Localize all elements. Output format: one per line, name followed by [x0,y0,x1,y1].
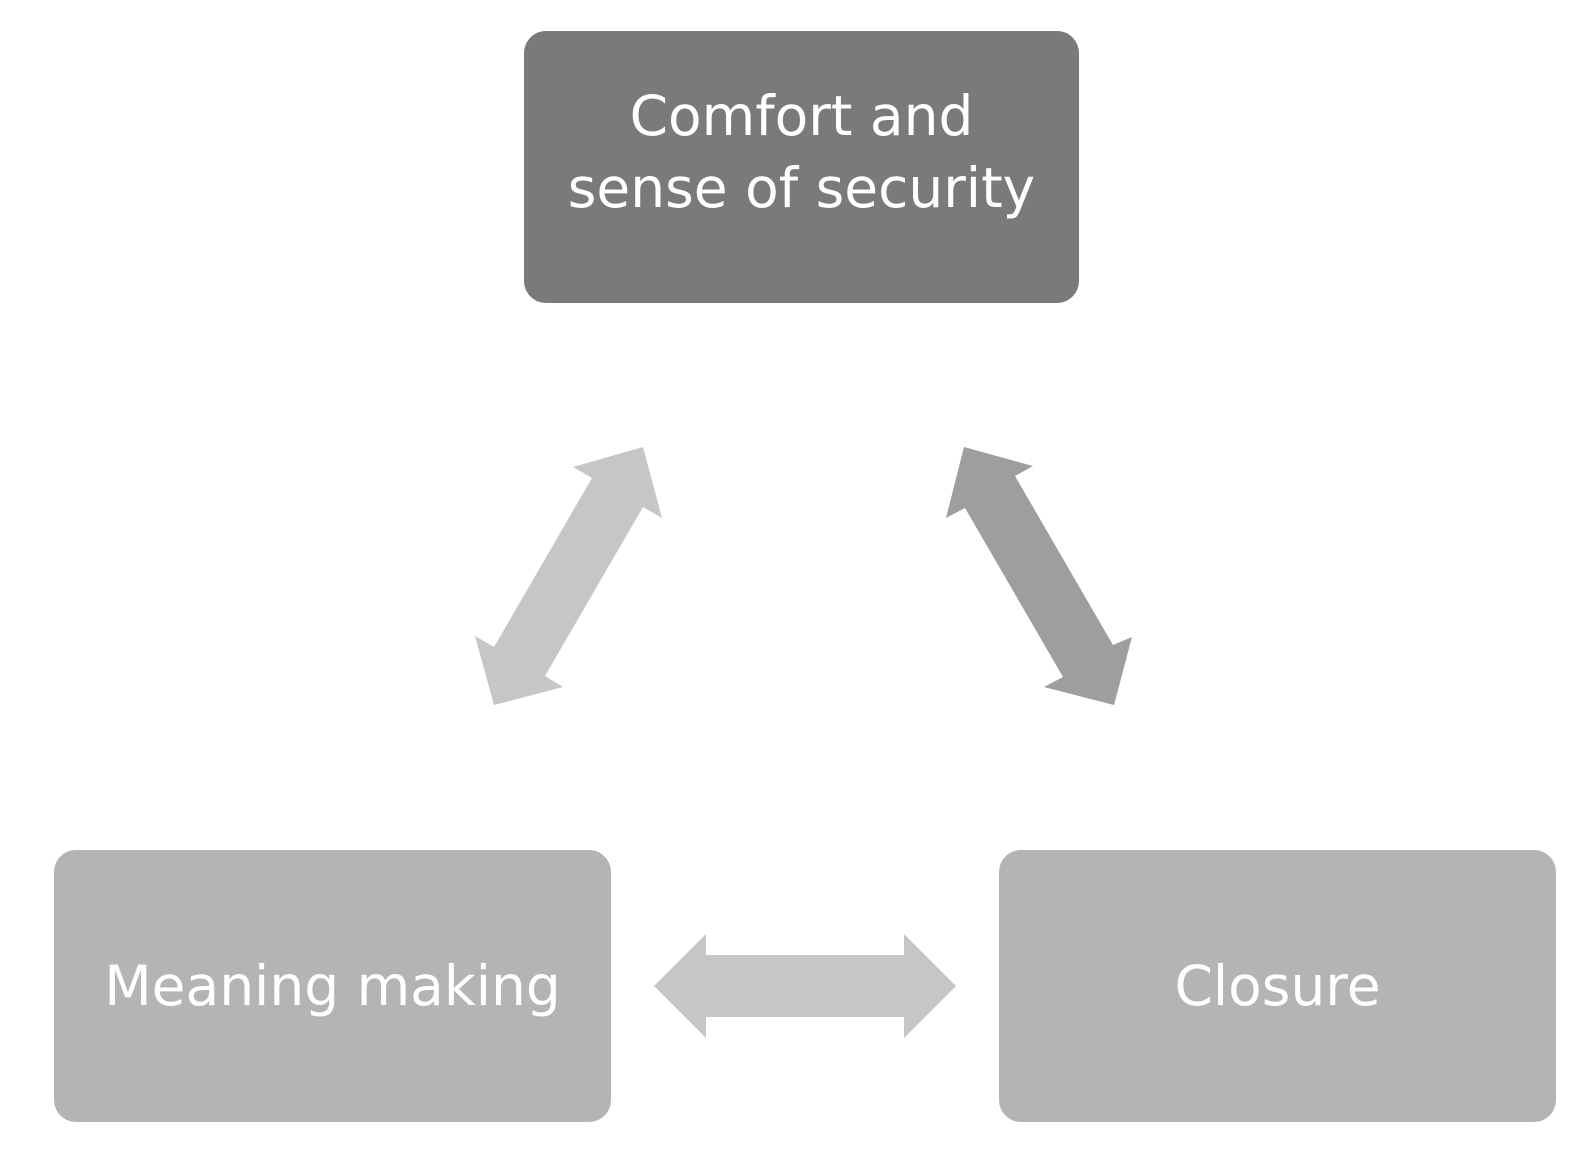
node-closure-label: Closure [1174,954,1381,1018]
double-arrow-left-top [475,447,662,705]
double-arrow-top-right [946,447,1132,705]
node-comfort-line-1: Comfort and [629,84,974,148]
node-meaning-making: Meaning making [54,850,611,1122]
node-closure: Closure [999,850,1556,1122]
node-comfort-line-2: sense of security [567,156,1036,220]
node-meaning-making-label: Meaning making [104,954,561,1018]
double-arrow-left-right [654,934,956,1038]
node-comfort-and-security: Comfort and sense of security [524,31,1079,303]
